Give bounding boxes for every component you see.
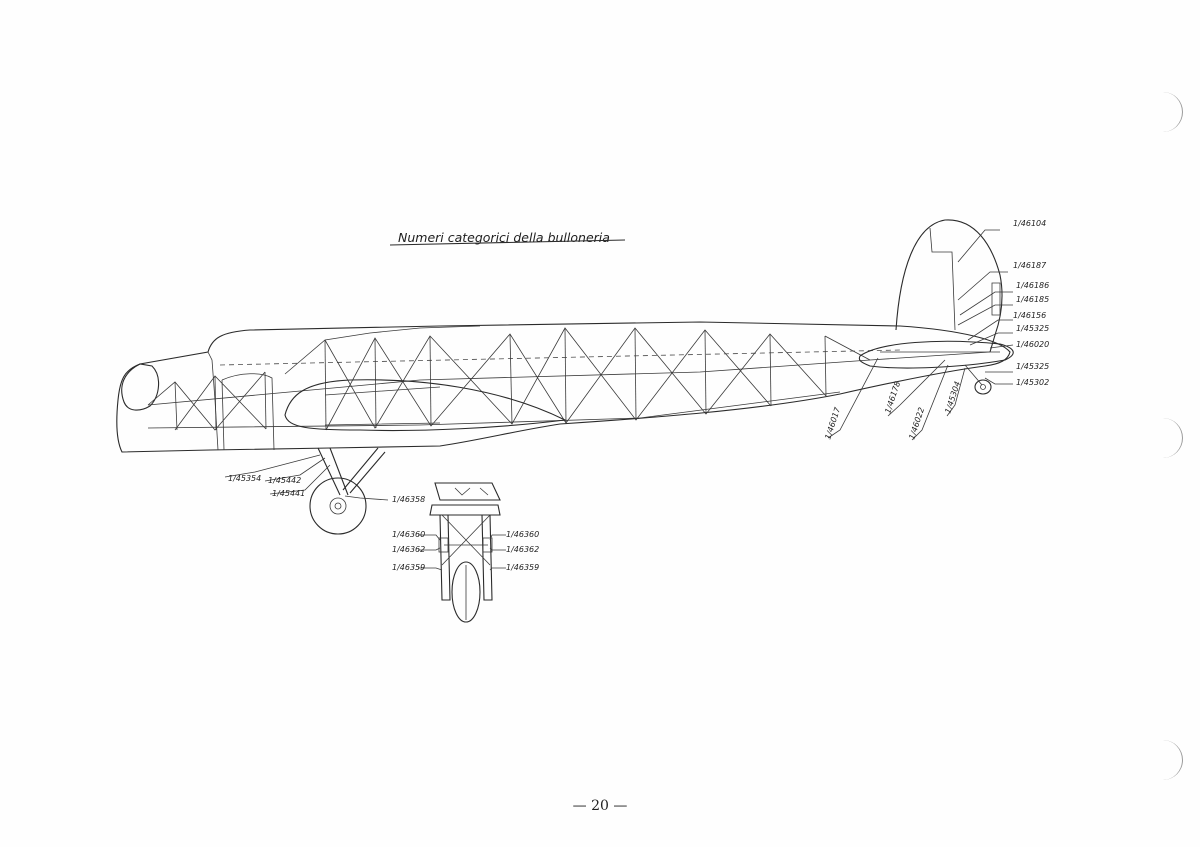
part-label: 1/45354 xyxy=(228,474,261,483)
page-number: — 20 — xyxy=(572,798,628,814)
part-label: 1/46359 xyxy=(392,563,425,572)
part-label: 1/46178 xyxy=(883,380,902,414)
part-number-labels: 1/46104 1/46187 1/46186 1/46185 1/46156 … xyxy=(228,219,1049,572)
truss-frames xyxy=(174,327,827,431)
part-label: 1/45441 xyxy=(272,489,305,498)
part-label: 1/46187 xyxy=(1013,261,1047,270)
fuselage-outline xyxy=(116,321,1011,453)
part-label: 1/45442 xyxy=(268,476,301,485)
part-label: 1/46020 xyxy=(1016,340,1049,349)
part-label: 1/46156 xyxy=(1013,311,1046,320)
part-label: 1/46017 xyxy=(823,405,842,440)
nose-cowling xyxy=(121,363,160,411)
part-label: 1/45325 xyxy=(1016,362,1049,371)
part-label: 1/46362 xyxy=(392,545,425,554)
part-label: 1/46362 xyxy=(506,545,539,554)
part-label: 1/46186 xyxy=(1016,281,1049,290)
landing-gear-front-view xyxy=(429,482,501,623)
title-underline xyxy=(389,239,626,246)
part-label: 1/46185 xyxy=(1016,295,1049,304)
part-label: 1/45325 xyxy=(1016,324,1049,333)
tail-fin xyxy=(895,219,1003,353)
tail-plane xyxy=(858,340,1014,369)
leader-lines xyxy=(224,229,1014,571)
main-gear-strut xyxy=(317,447,349,496)
part-label: 1/46104 xyxy=(1013,219,1046,228)
part-label: 1/46360 xyxy=(392,530,425,539)
binder-ring-mark xyxy=(1158,92,1183,132)
part-label: 1/45304 xyxy=(943,380,962,414)
wing-root-airfoil xyxy=(284,379,567,432)
part-label: 1/45302 xyxy=(1016,378,1049,387)
main-wheel-side xyxy=(309,477,367,535)
part-label: 1/46360 xyxy=(506,530,539,539)
truss-diagonals xyxy=(147,325,871,431)
part-label: 1/46022 xyxy=(907,406,926,440)
part-label: 1/46358 xyxy=(392,495,425,504)
binder-ring-mark xyxy=(1158,740,1183,780)
part-label: 1/46359 xyxy=(506,563,539,572)
binder-ring-mark xyxy=(1158,418,1183,458)
tail-wheel xyxy=(974,379,992,395)
